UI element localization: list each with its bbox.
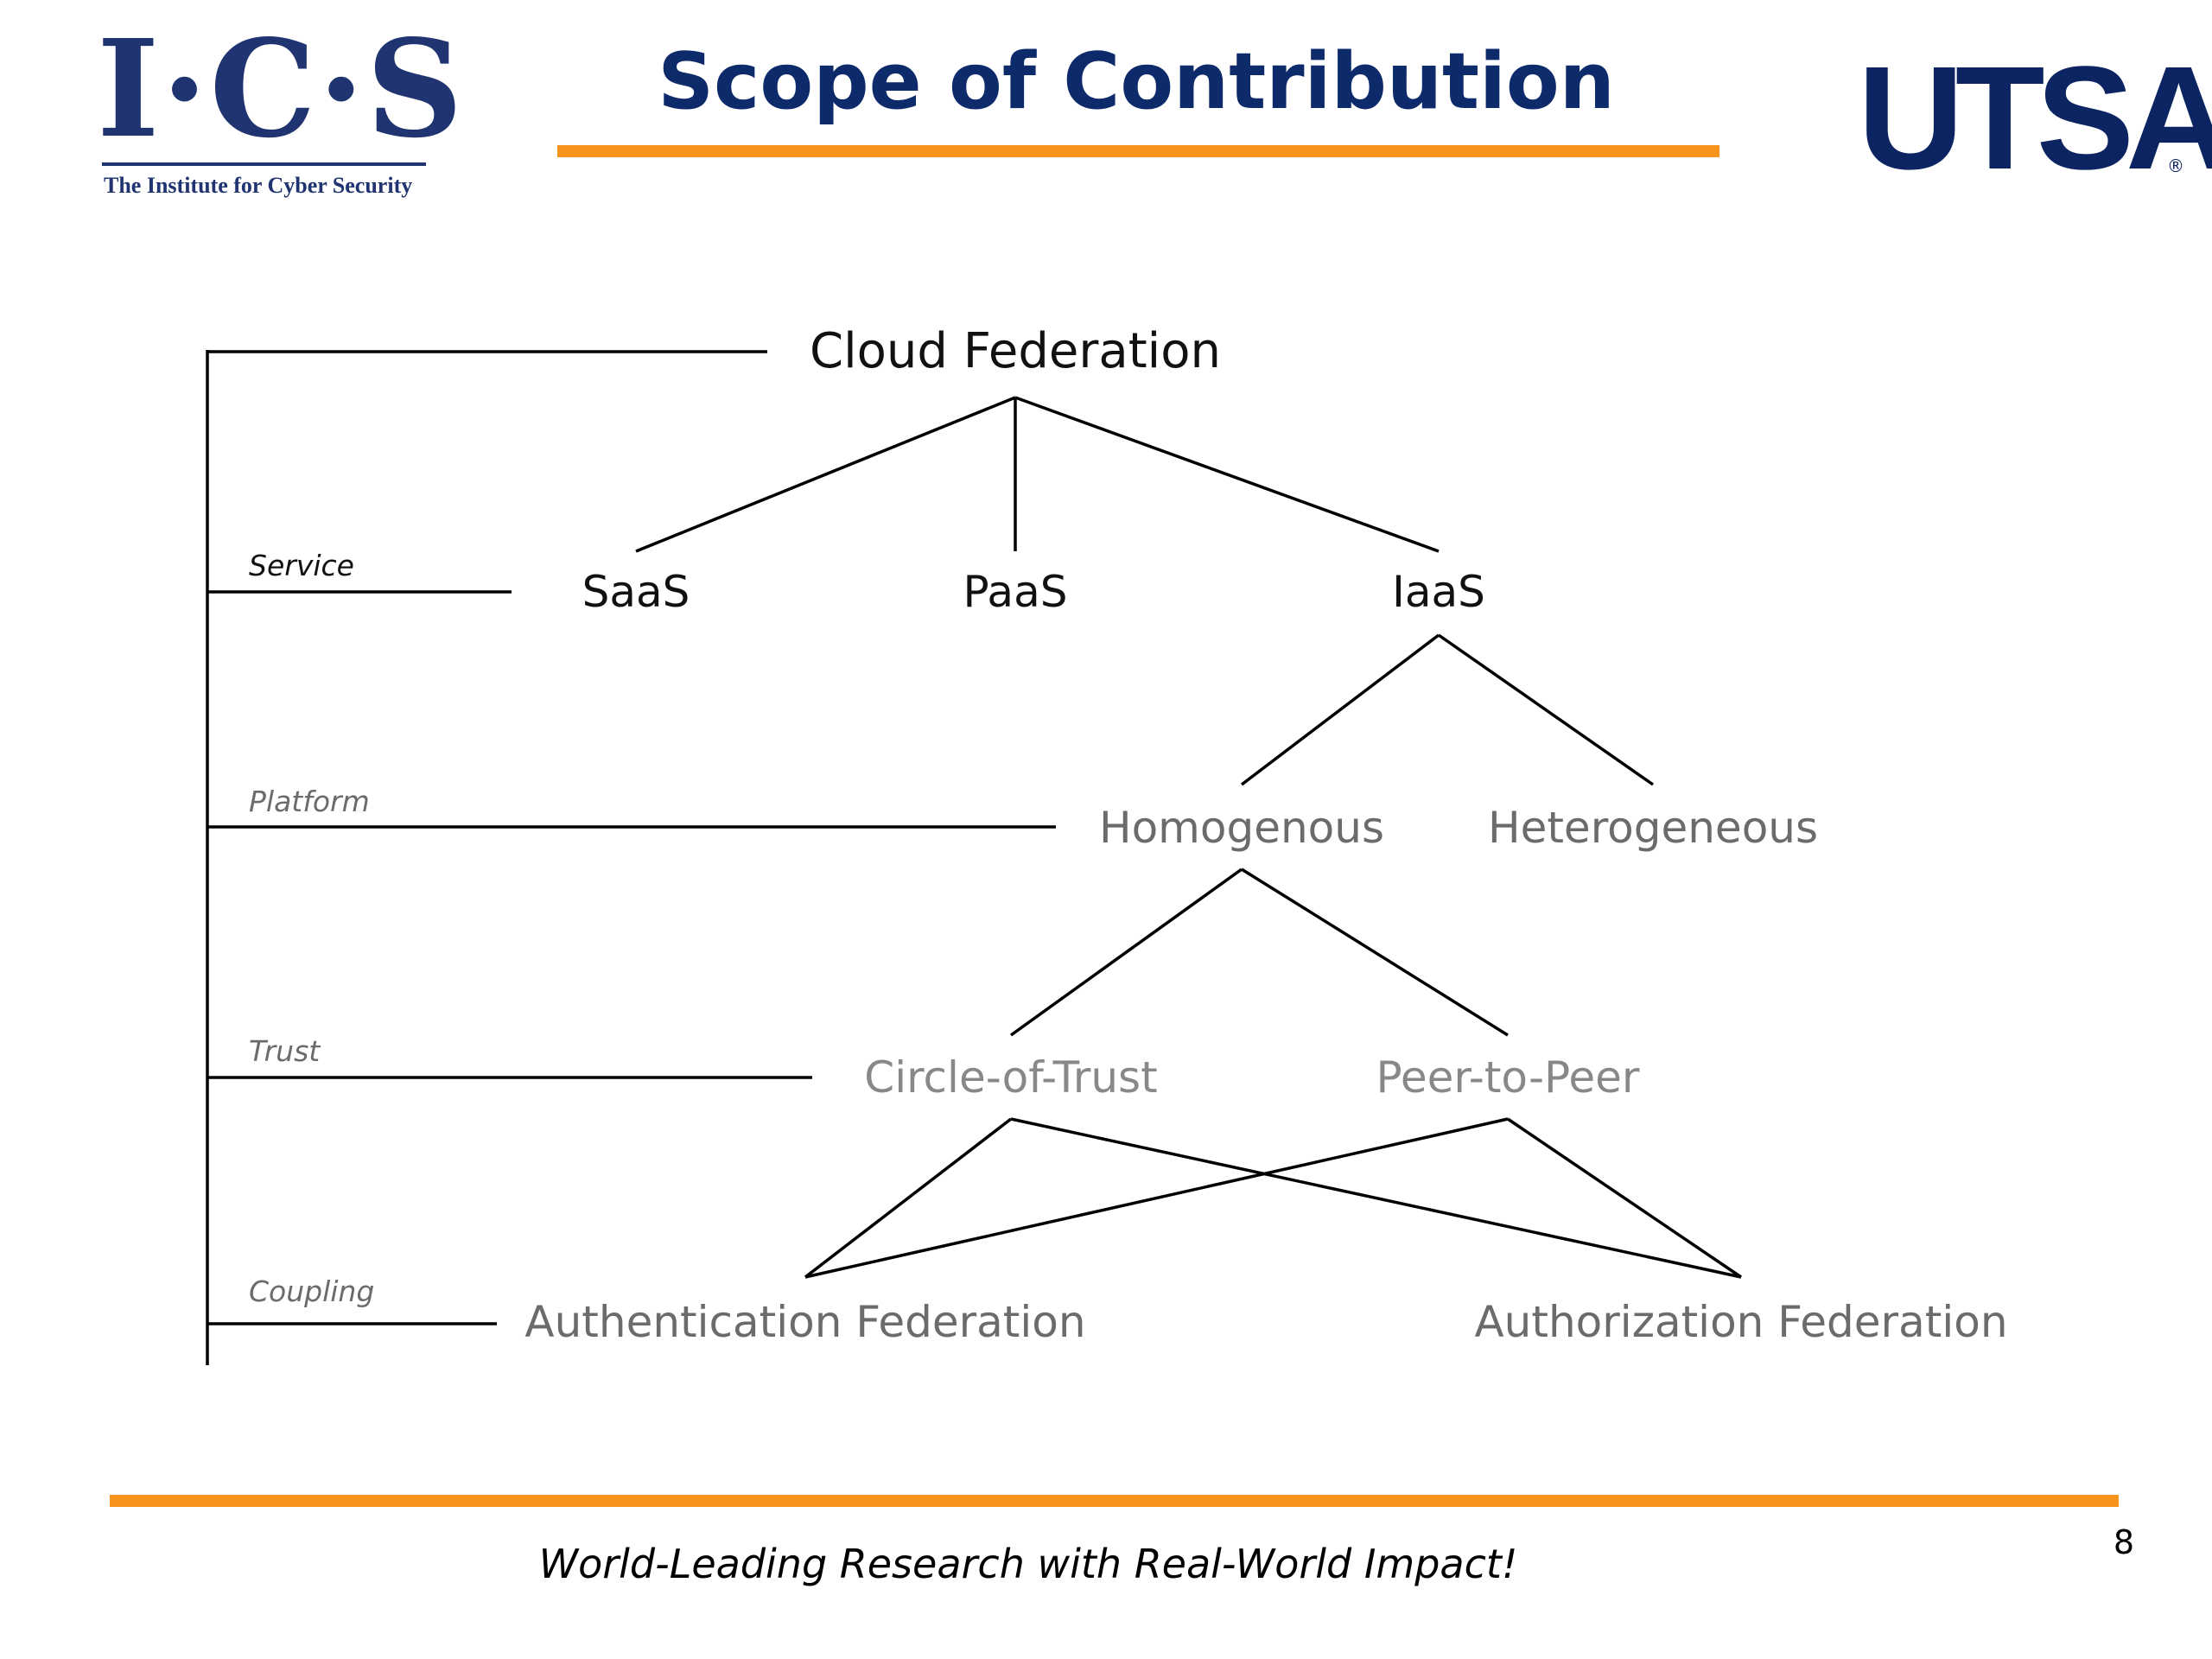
level-label-service: Service <box>249 549 354 582</box>
page-number: 8 <box>2113 1523 2134 1561</box>
node-saas: SaaS <box>582 567 690 617</box>
node-peer-to-peer: Peer-to-Peer <box>1376 1052 1640 1103</box>
title-underline <box>557 145 1719 157</box>
edge-homogenous-p2p <box>1241 868 1509 1037</box>
footer-slogan: World-Leading Research with Real-World I… <box>538 1541 1518 1587</box>
edge-circle-authz <box>1010 1117 1742 1279</box>
edge-circle-authn <box>804 1117 1013 1279</box>
level-label-platform: Platform <box>249 785 370 818</box>
node-homogenous: Homogenous <box>1098 803 1384 853</box>
edge-homogenous-circle <box>1009 868 1243 1037</box>
edge-iaas-heterogeneous <box>1437 633 1655 786</box>
utsa-logo: UTSA <box>1858 36 2212 200</box>
node-circle-of-trust: Circle-of-Trust <box>864 1052 1158 1103</box>
node-heterogeneous: Heterogeneous <box>1487 803 1819 853</box>
edge-p2p-authz <box>1507 1117 1742 1279</box>
node-cloud-federation: Cloud Federation <box>810 323 1221 379</box>
edge-root-iaas <box>1014 396 1440 553</box>
edge-root-saas <box>635 396 1016 553</box>
ics-logo-tagline: The Institute for Cyber Security <box>104 173 413 198</box>
utsa-registered-mark: ® <box>2167 156 2184 176</box>
edge-p2p-authn <box>804 1117 1509 1279</box>
level-label-coupling: Coupling <box>249 1274 375 1308</box>
ics-logo: I·C·S The Institute for Cyber Security <box>97 10 465 203</box>
edge-iaas-homogenous <box>1240 633 1440 786</box>
node-authorization-federation: Authorization Federation <box>1474 1297 2008 1347</box>
slide-title: Scope of Contribution <box>658 36 1615 127</box>
level-label-trust: Trust <box>249 1034 321 1068</box>
node-iaas: IaaS <box>1392 567 1485 617</box>
node-paas: PaaS <box>963 567 1068 617</box>
ics-logo-rule <box>102 162 426 166</box>
footer-rule <box>110 1495 2119 1507</box>
node-authentication-federation: Authentication Federation <box>524 1297 1086 1347</box>
ics-logo-letters: I·C·S <box>97 10 465 168</box>
